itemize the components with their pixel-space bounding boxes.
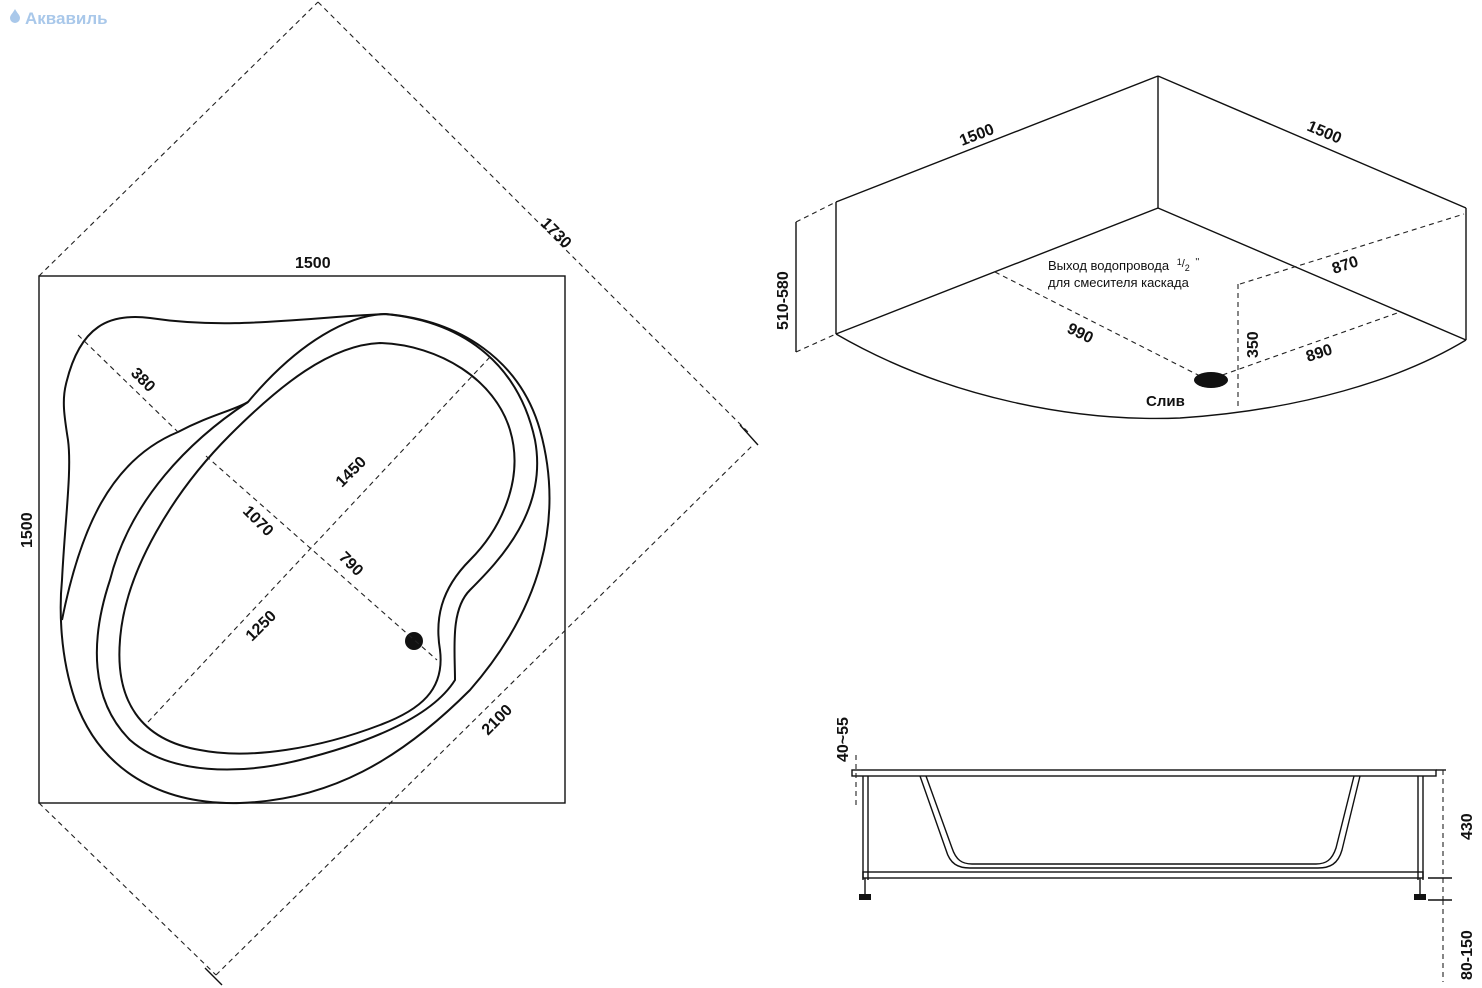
iso-dim-350-label: 350 xyxy=(1245,331,1262,358)
iso-height-ext-top xyxy=(795,201,837,223)
brand-name: Аквавиль xyxy=(25,8,108,28)
seat-edge xyxy=(61,401,249,621)
dim-790-label: 790 xyxy=(335,549,366,580)
side-frame-bottom xyxy=(862,871,1424,879)
drop-figure-icon xyxy=(8,8,22,29)
top-height-label: 1500 xyxy=(19,512,36,548)
outlet-note-line1: Выход водопровода 1/2 '' xyxy=(1048,257,1199,274)
tub-inner-rim xyxy=(95,312,539,771)
brand-logo: Аквавиль xyxy=(8,8,108,29)
iso-side-left-label: 1500 xyxy=(957,121,996,150)
top-view-frame xyxy=(38,275,566,804)
top-width-label: 1500 xyxy=(295,255,331,272)
rim-dim-label: 40~55 xyxy=(835,717,852,762)
outlet-note-line2: для смесителя каскада xyxy=(1048,275,1190,290)
side-rim xyxy=(851,769,1437,777)
legs-label: 80-150 xyxy=(1459,930,1476,980)
side-foot-left xyxy=(859,894,871,900)
iso-front-arc xyxy=(835,333,1467,420)
iso-floor-right xyxy=(1157,207,1467,341)
dim-380-label: 380 xyxy=(127,365,158,396)
drain-label: Слив xyxy=(1146,393,1185,410)
iso-top-right-edge xyxy=(1157,75,1467,209)
iso-dim-890-line xyxy=(1213,311,1401,379)
guide-2100 xyxy=(215,445,753,976)
iso-dim-890-label: 890 xyxy=(1304,341,1335,365)
isometric-view: 510-580 1500 1500 870 990 350 890 Выход … xyxy=(775,75,1467,420)
depth-label: 430 xyxy=(1459,813,1476,840)
side-bowl xyxy=(919,775,1361,869)
iso-drain-hole xyxy=(1194,372,1228,388)
iso-dim-990-line xyxy=(994,271,1201,377)
guide-left-up xyxy=(38,1,319,277)
iso-height-ext-bottom xyxy=(795,333,837,353)
tub-outer-outline xyxy=(59,312,551,805)
side-foot-right xyxy=(1414,894,1426,900)
iso-dim-870-label: 870 xyxy=(1330,253,1361,277)
iso-floor-left xyxy=(835,207,1159,335)
drain-hole xyxy=(405,632,423,650)
guide-tick-1 xyxy=(739,424,759,446)
guide-left-down xyxy=(38,802,217,976)
side-view: 40~55 430 80-150 xyxy=(835,717,1476,982)
dim-1070-label: 1070 xyxy=(239,503,276,540)
top-view: 1500 1500 1730 2100 380 1450 1070 790 12… xyxy=(19,1,759,986)
iso-top-left-edge xyxy=(835,75,1159,203)
dim-line-1070-790 xyxy=(205,455,438,661)
dim-1250-label: 1250 xyxy=(243,608,280,645)
tub-inner-bowl xyxy=(118,341,516,755)
dim-1450-label: 1450 xyxy=(333,454,370,491)
diag-1730-label: 1730 xyxy=(537,215,574,252)
iso-height-label: 510-580 xyxy=(775,271,792,330)
diag-2100-label: 2100 xyxy=(479,702,516,739)
dim-line-1450-1250 xyxy=(147,356,491,723)
guide-tick-2 xyxy=(204,967,223,986)
iso-side-right-label: 1500 xyxy=(1304,118,1344,148)
iso-dim-990-label: 990 xyxy=(1064,320,1096,347)
guide-1730 xyxy=(317,1,749,433)
iso-dim-870-line xyxy=(1239,213,1465,285)
side-bowl-inner xyxy=(925,775,1355,865)
dim-line-380 xyxy=(77,334,179,433)
